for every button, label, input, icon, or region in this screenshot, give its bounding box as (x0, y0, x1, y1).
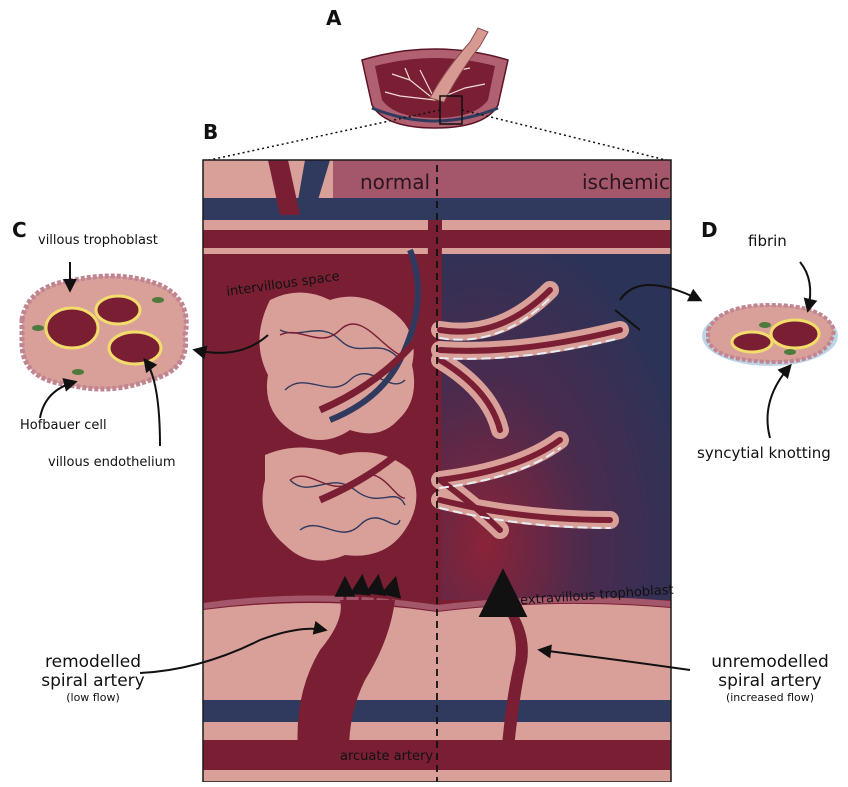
unremodelled-line2: spiral artery (700, 672, 840, 691)
panel-label-a: A (326, 6, 341, 30)
unremodelled-line1: unremodelled (700, 653, 840, 672)
remodelled-note: (low flow) (28, 691, 158, 704)
unremodelled-spiral-artery-label: unremodelled spiral artery (increased fl… (700, 653, 840, 704)
panel-label-b: B (203, 120, 218, 144)
ischemic-header: ischemic (582, 170, 670, 194)
normal-villus (22, 276, 186, 389)
panel-label-d: D (701, 218, 718, 242)
placenta-overview (362, 28, 508, 128)
villous-endothelium-label: villous endothelium (48, 455, 176, 470)
zoom-line-right (462, 110, 670, 161)
ischemic-villus (702, 305, 838, 366)
unremodelled-note: (increased flow) (700, 691, 840, 704)
placental-section (203, 160, 671, 782)
remodelled-spiral-artery-label: remodelled spiral artery (low flow) (28, 653, 158, 704)
arcuate-artery-label: arcuate artery (340, 749, 433, 764)
remodelled-line1: remodelled (28, 653, 158, 672)
fibrin-label: fibrin (748, 232, 787, 250)
remodelled-line2: spiral artery (28, 672, 158, 691)
syncytial-knotting-label: syncytial knotting (697, 444, 831, 462)
villous-trophoblast-label: villous trophoblast (38, 233, 158, 248)
hofbauer-cell-label: Hofbauer cell (20, 418, 107, 433)
zoom-line-left (205, 110, 440, 161)
panel-label-c: C (12, 218, 27, 242)
normal-header: normal (360, 170, 430, 194)
